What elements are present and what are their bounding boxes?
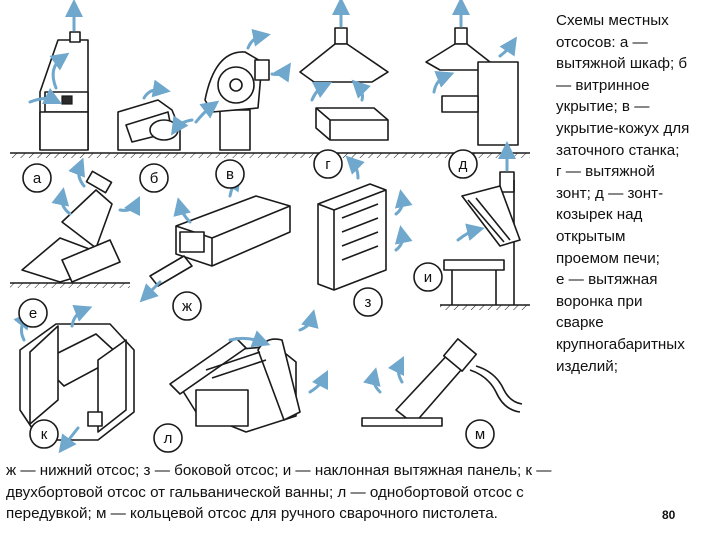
label-v: в: [215, 159, 245, 189]
page-number: 80: [662, 508, 676, 522]
label-zh: ж: [172, 291, 202, 321]
scheme-a-fume-cupboard: [28, 0, 89, 151]
scheme-e-welding-funnel: [21, 157, 141, 283]
label-z: з: [353, 287, 383, 317]
scheme-zh-bottom-exhaust: [139, 172, 291, 303]
figure-labels: а б в г д е ж з и к л м: [18, 149, 495, 453]
scheme-b-showcase-cover: [117, 79, 194, 151]
caption-right: Схемы местных отсосов: а — вытяжной шкаф…: [556, 12, 690, 375]
scheme-l-one-sided-blow: [169, 309, 329, 433]
scheme-d-furnace-hood: [425, 0, 519, 146]
label-l: л: [153, 423, 183, 453]
svg-text:б: б: [150, 170, 159, 187]
label-g: г: [313, 149, 343, 179]
svg-text:д: д: [459, 156, 468, 173]
svg-text:е: е: [29, 305, 37, 322]
label-d: д: [448, 149, 478, 179]
label-m: м: [465, 419, 495, 449]
scheme-z-side-exhaust: [317, 155, 413, 291]
svg-text:л: л: [164, 430, 173, 447]
floor-lines: [10, 152, 530, 310]
svg-text:в: в: [226, 166, 234, 183]
label-k: к: [29, 419, 59, 449]
scheme-m-welding-gun: [361, 338, 523, 427]
local-exhaust-schemes-figure: а б в г д е ж з и к л м: [10, 0, 530, 454]
scheme-i-inclined-panel: [443, 141, 521, 305]
label-a: а: [22, 163, 52, 193]
svg-text:к: к: [41, 426, 48, 443]
svg-text:и: и: [424, 269, 432, 286]
scheme-k-galvanic-bath: [13, 304, 135, 454]
label-b: б: [139, 163, 169, 193]
caption-bottom: ж — нижний отсос; з — боковой отсос; и —…: [6, 462, 552, 522]
scheme-v-grinder-casing: [194, 28, 291, 151]
svg-text:ж: ж: [182, 298, 192, 315]
svg-text:м: м: [475, 426, 485, 443]
svg-text:з: з: [365, 294, 372, 311]
scheme-g-exhaust-hood: [299, 0, 389, 141]
svg-text:г: г: [325, 156, 331, 173]
label-i: и: [413, 262, 443, 292]
label-e: е: [18, 298, 48, 328]
svg-text:а: а: [33, 170, 42, 187]
